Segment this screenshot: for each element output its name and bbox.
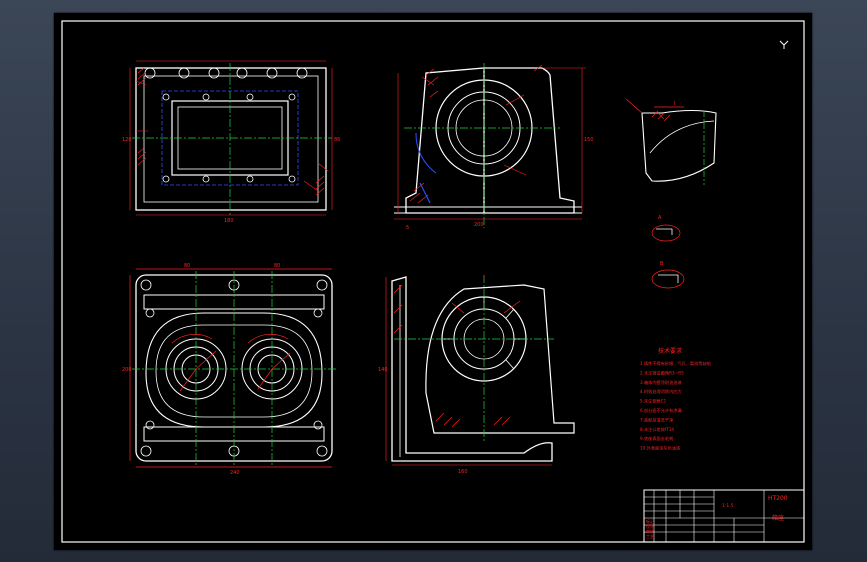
- svg-text:140: 140: [378, 367, 388, 373]
- front-section-view[interactable]: 150 200 5: [394, 63, 594, 231]
- notes-line: 7.装配前清洗干净: [640, 416, 673, 423]
- detail-views[interactable]: I A B: [625, 98, 717, 289]
- notes-line: 6.剖分面不允许有渗漏: [640, 407, 682, 414]
- title-block-row-label: 工艺: [646, 534, 654, 539]
- svg-text:80: 80: [274, 263, 280, 269]
- notes-line: 10.外表面涂灰色油漆: [640, 445, 680, 452]
- svg-text:160: 160: [458, 469, 468, 475]
- title-block-row-label: 设计: [646, 523, 654, 529]
- svg-text:80: 80: [184, 263, 190, 269]
- svg-text:120: 120: [122, 137, 132, 143]
- svg-text:A: A: [658, 215, 662, 221]
- notes-line: 4.时效处理消除内应力: [640, 388, 682, 395]
- svg-text:200: 200: [122, 367, 132, 373]
- notes-line: 3.箱体内壁涂耐油油漆: [640, 379, 682, 386]
- svg-text:B: B: [660, 261, 664, 267]
- svg-text:240: 240: [230, 470, 240, 476]
- notes-title: 技术要求: [658, 347, 682, 355]
- technical-notes: 技术要求 1.铸件不得有砂眼、气孔、裂纹等缺陷 2.未注铸造圆角R3~R5 3.箱体…: [640, 347, 711, 452]
- title-block-material: HT200: [768, 495, 788, 502]
- svg-text:I: I: [674, 101, 675, 107]
- plan-view[interactable]: 80 80 200 240: [122, 263, 338, 476]
- svg-text:200: 200: [474, 222, 484, 228]
- top-view[interactable]: 180 120 86: [122, 60, 340, 224]
- title-block-row-label: 标记: [646, 518, 654, 524]
- title-block-scale: 1:1.5: [722, 503, 734, 509]
- svg-text:180: 180: [224, 218, 234, 224]
- notes-line: 1.铸件不得有砂眼、气孔、裂纹等缺陷: [640, 360, 711, 367]
- svg-text:86: 86: [334, 137, 340, 143]
- notes-line: 9.底座表面去毛刺: [640, 435, 673, 442]
- drawing-frame: [61, 20, 805, 543]
- title-block-name: 箱座: [772, 514, 784, 522]
- drawing-sheet[interactable]: 180 120 86: [54, 13, 812, 550]
- title-block-row-label: 审核: [646, 528, 654, 534]
- svg-text:5: 5: [406, 225, 409, 231]
- side-section-view[interactable]: 140 160: [378, 275, 575, 475]
- notes-line: 5.未注倒角C1: [640, 398, 667, 405]
- ucs-icon: [779, 40, 789, 49]
- svg-text:150: 150: [584, 137, 594, 143]
- notes-line: 2.未注铸造圆角R3~R5: [640, 369, 684, 376]
- notes-line: 8.未注公差按IT14: [640, 426, 674, 433]
- drawing-canvas[interactable]: 180 120 86: [54, 13, 812, 550]
